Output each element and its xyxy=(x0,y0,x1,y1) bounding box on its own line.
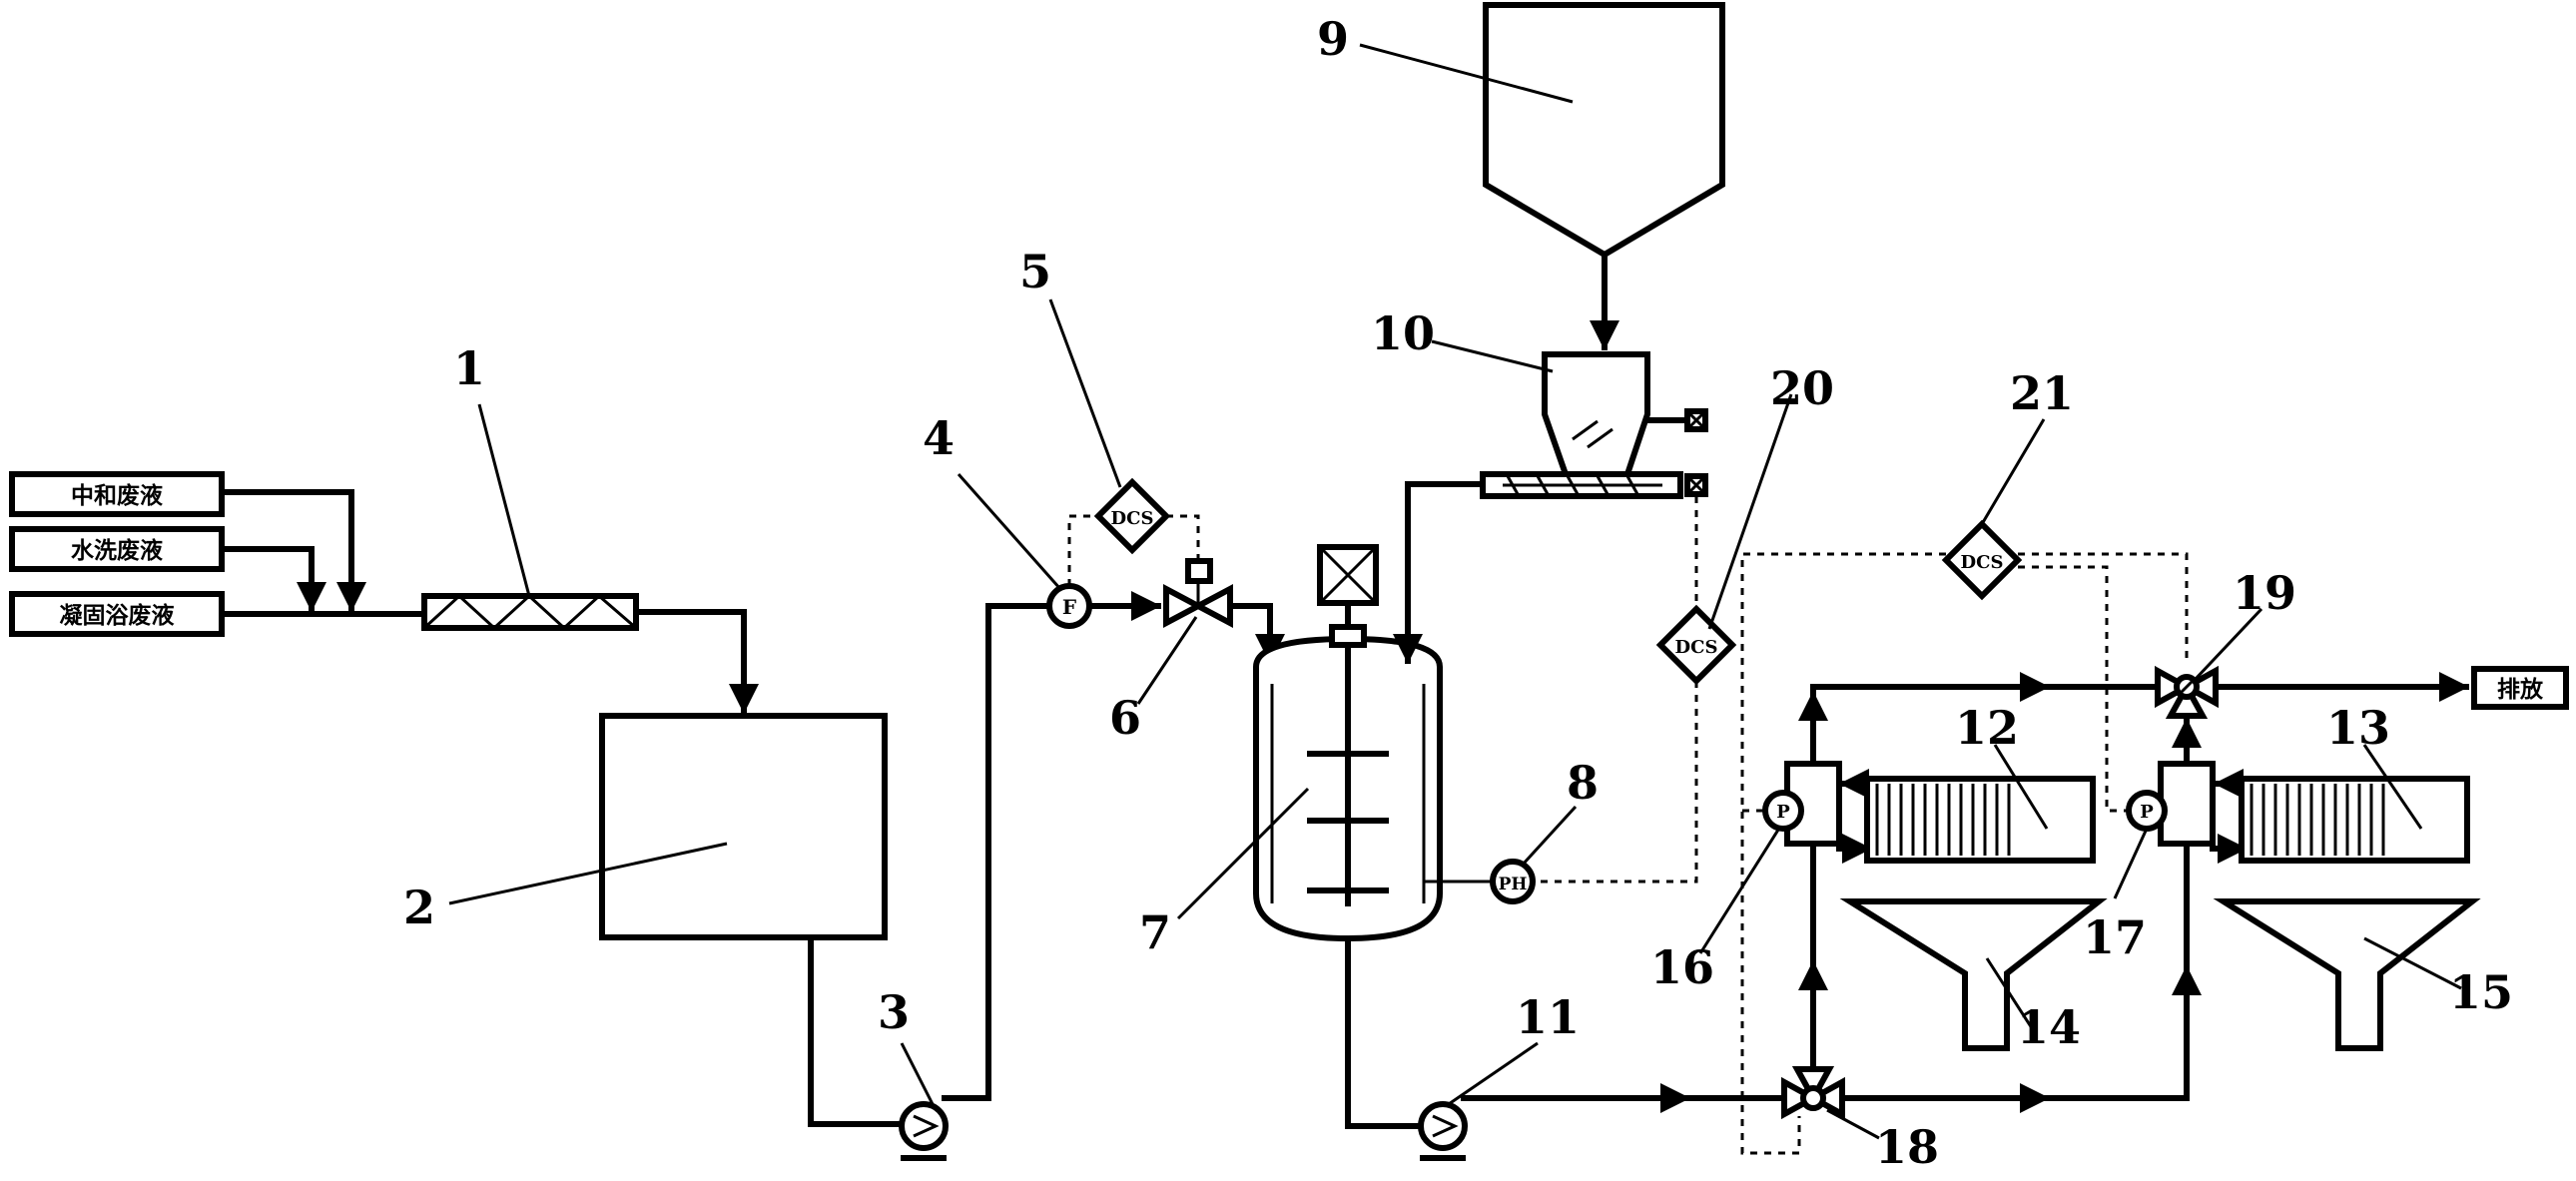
number-labels: 1 2 3 4 5 6 7 8 9 10 11 12 13 14 15 16 1… xyxy=(403,12,2513,1174)
three-way-valve-19 xyxy=(2155,665,2219,719)
svg-text:DCS: DCS xyxy=(1961,552,2004,573)
label-9: 9 xyxy=(1317,12,1349,66)
label-2: 2 xyxy=(403,881,435,934)
feed-neutralization-box: 中和废液 xyxy=(9,471,225,517)
feed-coagulation-box: 凝固浴废液 xyxy=(9,591,225,637)
feed-washing-box: 水洗废液 xyxy=(9,526,225,572)
filter-press-13: P xyxy=(2126,716,2470,864)
svg-text:F: F xyxy=(1062,595,1076,619)
svg-text:P: P xyxy=(2140,802,2154,823)
svg-text:DCS: DCS xyxy=(1111,508,1154,529)
label-13: 13 xyxy=(2326,701,2390,755)
label-5: 5 xyxy=(1019,245,1051,298)
flow-meter-4: F xyxy=(1046,583,1092,629)
label-11: 11 xyxy=(1516,990,1580,1044)
filter-press-12: P xyxy=(1762,684,2096,864)
svg-text:P: P xyxy=(1776,802,1790,823)
feed-pipes xyxy=(219,489,424,617)
dcs-5: DCS xyxy=(1067,477,1200,586)
label-1: 1 xyxy=(453,341,485,395)
discharge-box: 排放 xyxy=(2471,666,2569,710)
dcs-20: DCS xyxy=(1533,496,1737,884)
svg-text:PH: PH xyxy=(1499,875,1528,894)
leader-lines xyxy=(448,43,2462,1140)
label-15: 15 xyxy=(2449,965,2513,1019)
reactor-7 xyxy=(1253,544,1443,942)
cake-hopper-15 xyxy=(2213,898,2481,1051)
label-3: 3 xyxy=(878,985,910,1039)
hopper-9 xyxy=(1483,2,1725,259)
storage-tank-2 xyxy=(599,713,888,940)
label-19: 19 xyxy=(2233,566,2296,620)
cake-hopper-14 xyxy=(1839,898,2108,1051)
dcs-21: DCS xyxy=(1740,519,2189,1155)
label-18: 18 xyxy=(1875,1120,1939,1174)
ph-meter-8: PH xyxy=(1424,859,1536,904)
label-12: 12 xyxy=(1955,701,2019,755)
label-16: 16 xyxy=(1650,940,1714,994)
three-way-valve-18 xyxy=(1781,1066,1845,1120)
svg-text:DCS: DCS xyxy=(1675,637,1718,658)
feeder-10 xyxy=(1480,351,1708,499)
label-14: 14 xyxy=(2017,1000,2081,1054)
svg-text:排放: 排放 xyxy=(2497,676,2544,703)
label-17: 17 xyxy=(2083,910,2147,964)
control-valve-6 xyxy=(1163,558,1233,628)
label-20: 20 xyxy=(1770,361,1834,415)
label-7: 7 xyxy=(1139,905,1171,959)
pump-3 xyxy=(899,1101,949,1161)
label-4: 4 xyxy=(923,411,955,465)
label-6: 6 xyxy=(1109,691,1141,745)
label-10: 10 xyxy=(1371,306,1435,360)
svg-text:水洗废液: 水洗废液 xyxy=(71,537,163,564)
static-mixer-1 xyxy=(421,593,639,631)
label-8: 8 xyxy=(1567,756,1599,810)
svg-text:中和废液: 中和废液 xyxy=(71,482,163,509)
label-21: 21 xyxy=(2010,366,2074,420)
feed-boxes: 中和废液 水洗废液 凝固浴废液 xyxy=(9,471,225,637)
svg-text:凝固浴废液: 凝固浴废液 xyxy=(60,602,175,629)
pump-11 xyxy=(1418,1101,1468,1161)
